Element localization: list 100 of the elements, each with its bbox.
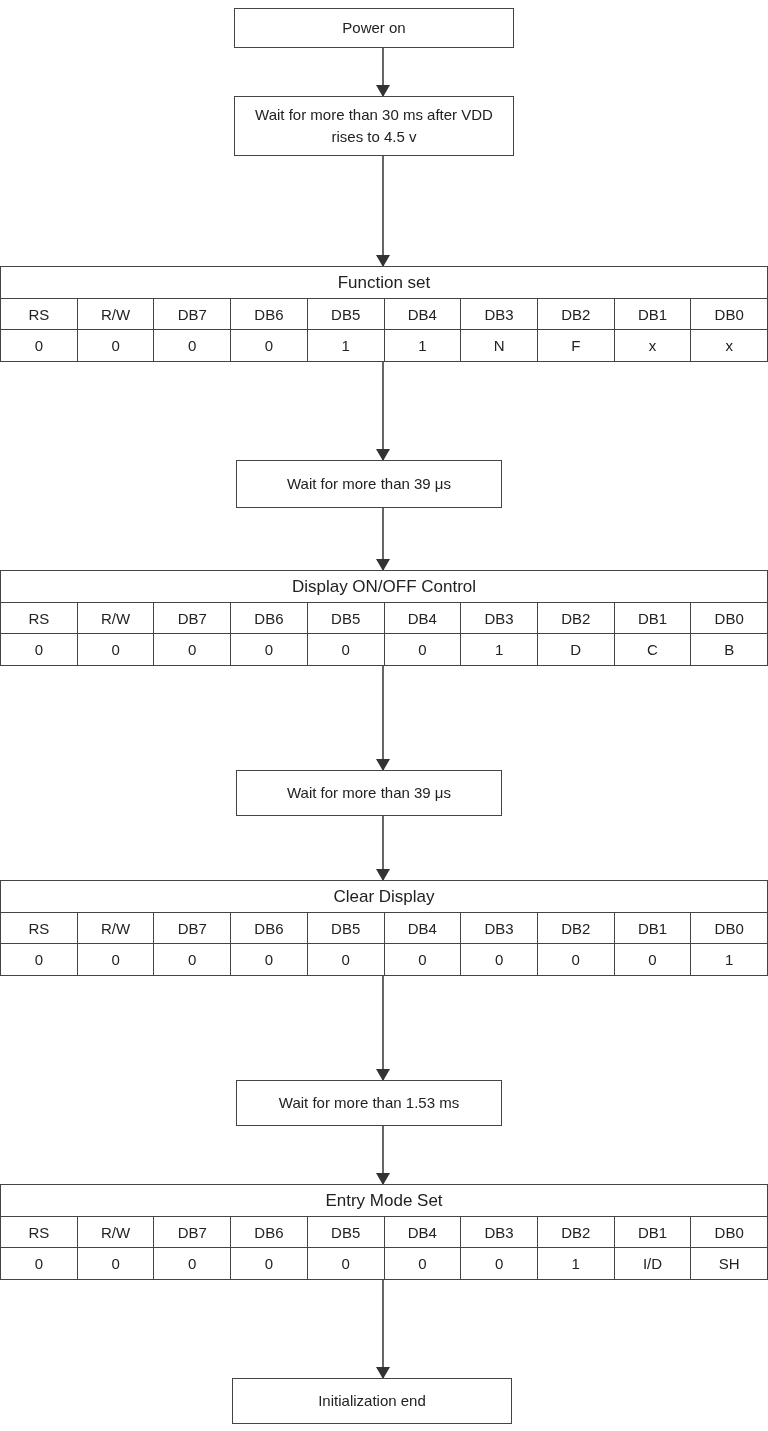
column-header: DB4: [384, 1217, 462, 1248]
column-header: DB5: [307, 1217, 385, 1248]
process-box: Wait for more than 30 ms after VDD rises to 4.5 v: [234, 96, 514, 156]
column-header: DB2: [537, 603, 615, 634]
arrow: [376, 665, 390, 771]
arrow: [376, 815, 390, 881]
bit-value: 0: [461, 1248, 538, 1279]
bit-value: 0: [307, 634, 385, 665]
column-header: R/W: [77, 913, 155, 944]
bit-value: 0: [537, 944, 615, 975]
column-header: DB7: [154, 299, 232, 330]
bit-value: x: [614, 330, 692, 361]
bit-value: C: [614, 634, 692, 665]
table-heading: Clear Display: [1, 881, 767, 913]
column-header: DB2: [537, 299, 615, 330]
column-header: DB6: [231, 603, 308, 634]
column-header: DB3: [461, 299, 538, 330]
bit-value: F: [537, 330, 615, 361]
bit-value: I/D: [614, 1248, 692, 1279]
column-header: DB0: [691, 1217, 768, 1248]
bit-value: 1: [724, 950, 735, 970]
bit-value: 0: [154, 944, 232, 975]
column-header: DB0: [691, 299, 768, 330]
arrow: [376, 47, 390, 97]
arrow: [376, 507, 390, 571]
bit-value: 1: [537, 1248, 615, 1279]
arrow: [376, 975, 390, 1081]
bit-value: 0: [77, 634, 155, 665]
bit-value: 0: [77, 330, 155, 361]
bit-value: 0: [461, 944, 538, 975]
process-box: Wait for more than 1.53 ms: [236, 1080, 502, 1126]
bit-value: 1: [307, 330, 385, 361]
bit-value: 0: [384, 634, 462, 665]
column-header: RS: [1, 603, 78, 634]
bit-value: 0: [384, 944, 462, 975]
column-header: DB1: [614, 913, 692, 944]
column-header: DB1: [614, 603, 692, 634]
column-header: DB5: [307, 913, 385, 944]
bit-value: 0: [1, 1248, 78, 1279]
process-box: Wait for more than 39 μs: [236, 460, 502, 508]
bit-value: D: [537, 634, 615, 665]
arrow: [376, 155, 390, 267]
column-header: DB4: [384, 299, 462, 330]
bit-value: 0: [307, 1248, 385, 1279]
bit-value: 0: [77, 1248, 155, 1279]
column-header: DB5: [307, 603, 385, 634]
column-header: DB6: [231, 913, 308, 944]
column-header: DB7: [154, 603, 232, 634]
bit-value: SH: [717, 1254, 741, 1274]
bit-value: 0: [1, 944, 78, 975]
column-header: DB6: [231, 299, 308, 330]
column-header: DB2: [537, 913, 615, 944]
column-header: DB0: [691, 603, 768, 634]
column-header: RS: [1, 913, 78, 944]
bit-value: 0: [154, 634, 232, 665]
bit-value: 0: [1, 330, 78, 361]
column-header: DB1: [614, 1217, 692, 1248]
bit-value: 1: [461, 634, 538, 665]
bit-value: N: [461, 330, 538, 361]
register-table: [0, 1184, 768, 1280]
bit-value: 0: [231, 634, 308, 665]
bit-value: 0: [154, 330, 232, 361]
register-table: [0, 880, 768, 976]
bit-value: B: [723, 640, 736, 660]
bit-value: 0: [231, 944, 308, 975]
column-header: R/W: [77, 603, 155, 634]
bit-value: 0: [614, 944, 692, 975]
column-header: RS: [1, 299, 78, 330]
column-header: RS: [1, 1217, 78, 1248]
bit-value: 0: [1, 634, 78, 665]
column-header: DB4: [384, 913, 462, 944]
bit-value: 0: [231, 330, 308, 361]
column-header: DB6: [231, 1217, 308, 1248]
process-box: Initialization end: [232, 1378, 512, 1424]
arrow: [376, 1279, 390, 1379]
bit-value: 0: [77, 944, 155, 975]
column-header: DB2: [537, 1217, 615, 1248]
bit-value: 1: [384, 330, 462, 361]
column-header: DB3: [461, 913, 538, 944]
register-table: [0, 266, 768, 362]
bit-value: 0: [154, 1248, 232, 1279]
column-header: DB4: [384, 603, 462, 634]
column-header: DB7: [154, 1217, 232, 1248]
column-header: DB7: [154, 913, 232, 944]
process-box: Wait for more than 39 μs: [236, 770, 502, 816]
arrow: [376, 1125, 390, 1185]
bit-value: 0: [231, 1248, 308, 1279]
arrow: [376, 361, 390, 461]
table-heading: Function set: [1, 267, 767, 299]
column-header: R/W: [77, 299, 155, 330]
bit-value: 0: [384, 1248, 462, 1279]
register-table: [0, 570, 768, 666]
bit-value: 0: [307, 944, 385, 975]
table-heading: Display ON/OFF Control: [1, 571, 767, 603]
column-header: DB1: [614, 299, 692, 330]
column-header: DB5: [307, 299, 385, 330]
table-heading: Entry Mode Set: [1, 1185, 767, 1217]
column-header: DB3: [461, 603, 538, 634]
column-header: R/W: [77, 1217, 155, 1248]
bit-value: x: [724, 336, 734, 356]
